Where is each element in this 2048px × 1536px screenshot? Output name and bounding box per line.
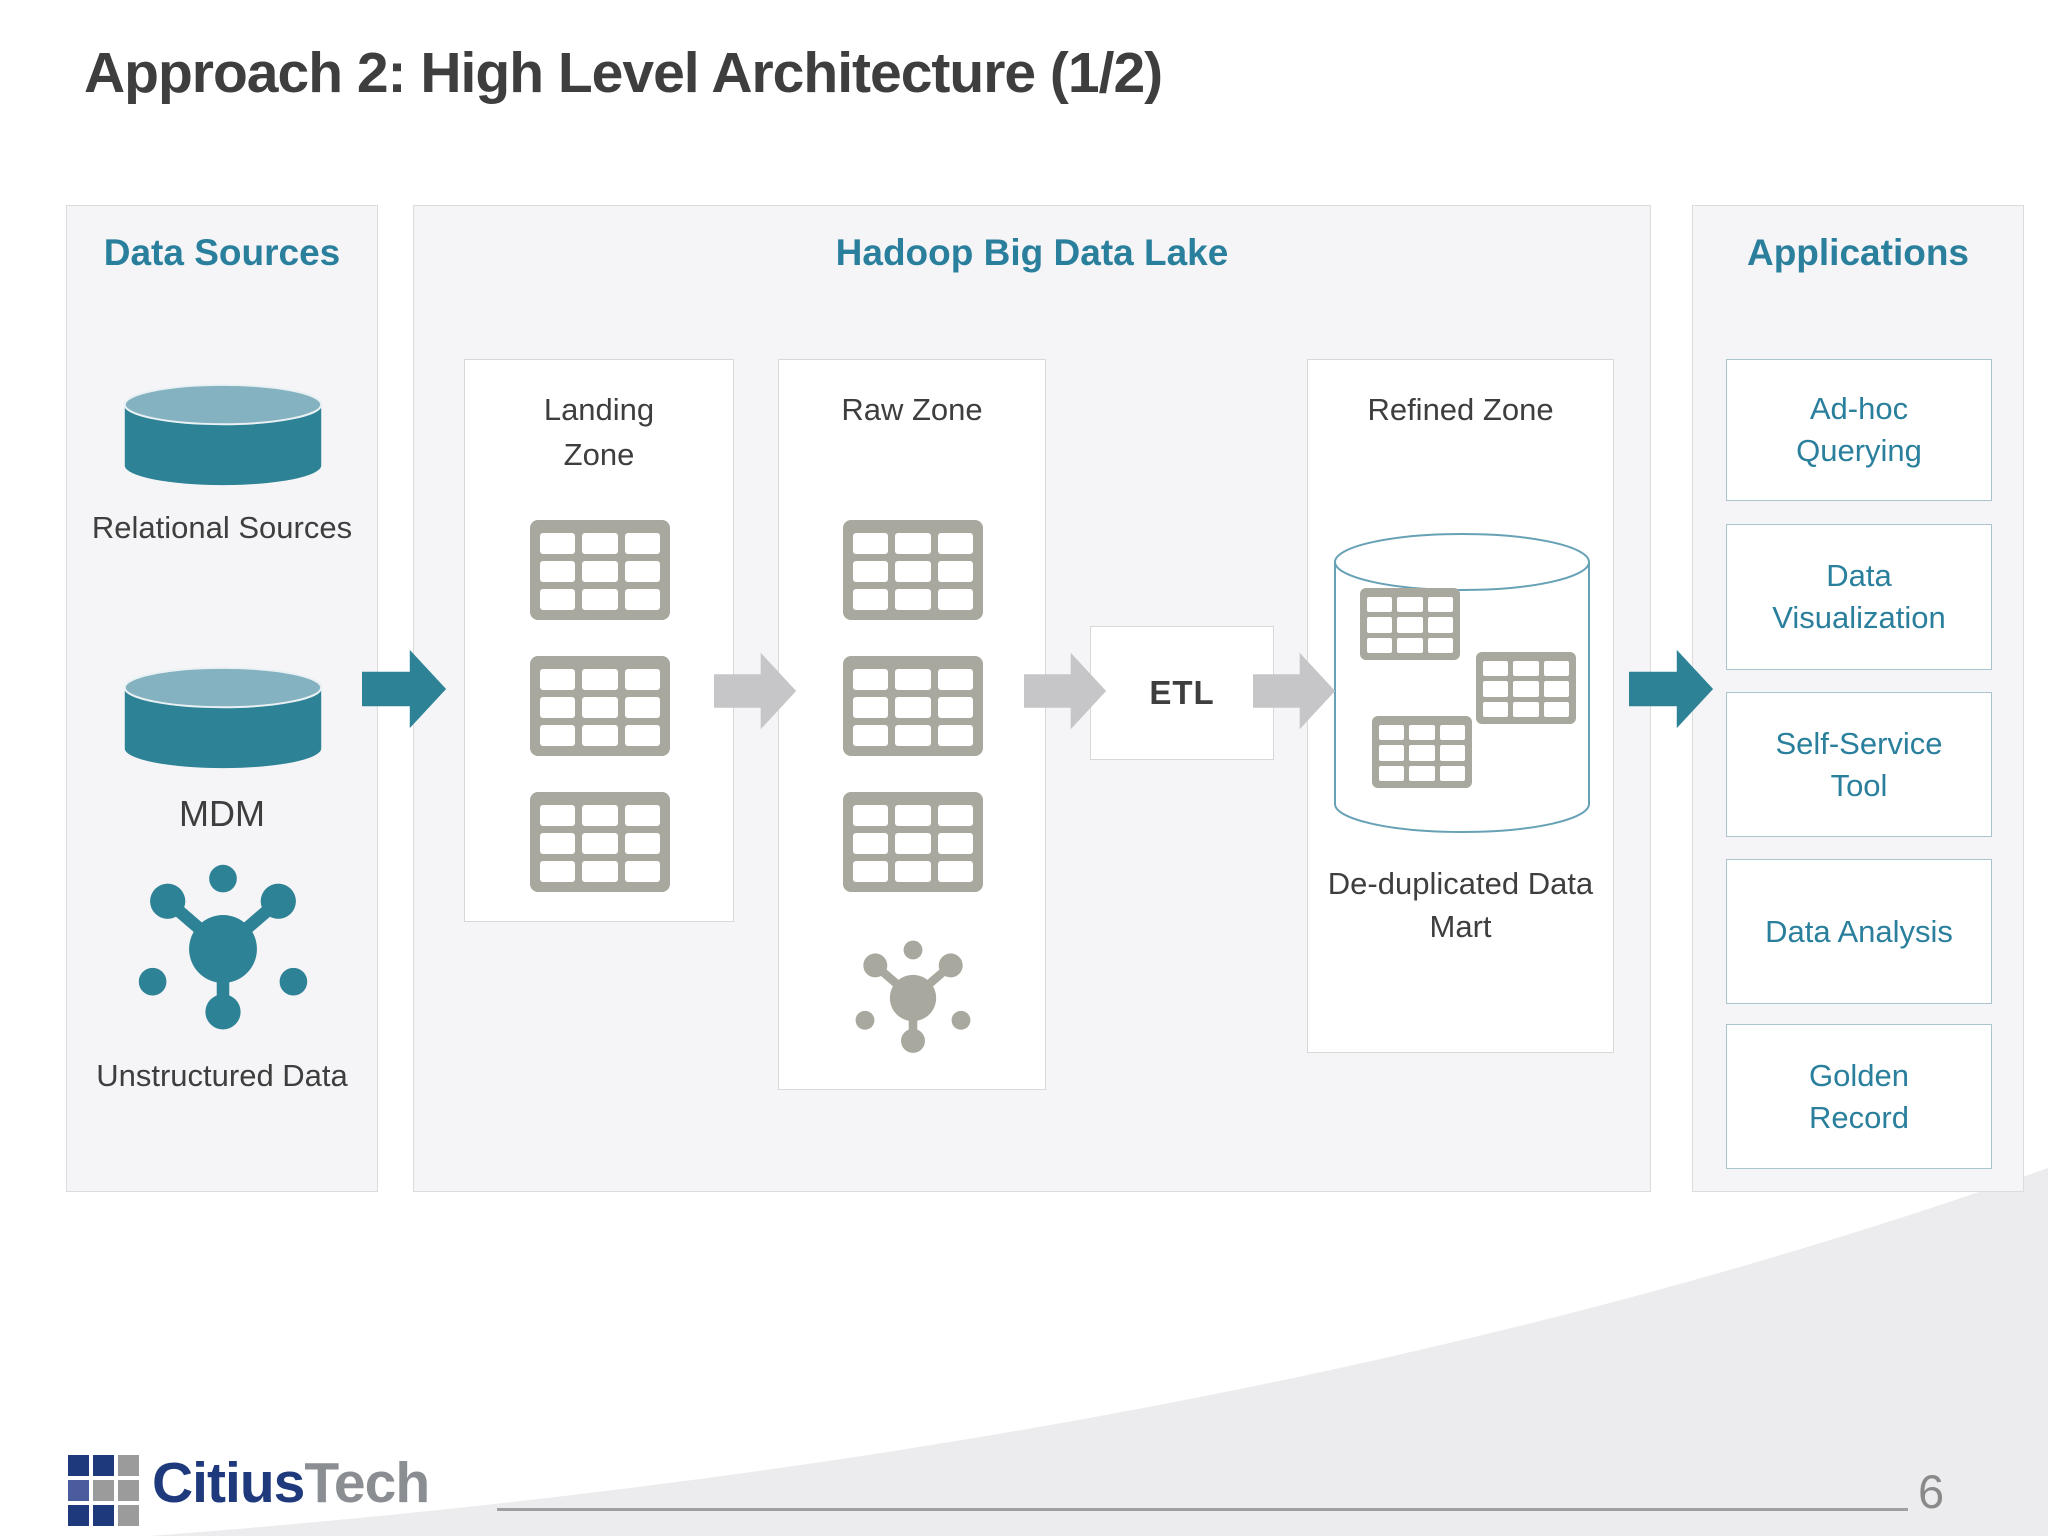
deduplicated-data-mart-label: De-duplicated Data Mart — [1327, 866, 1594, 945]
mdm-database-icon — [123, 666, 323, 769]
refined-zone-box: Refined Zone De-duplicated Data Mart — [1307, 359, 1614, 1053]
flow-arrow-sources-to-lake-icon — [362, 649, 447, 729]
raw-unstructured-data-icon — [855, 940, 971, 1053]
app-box-data-analysis: Data Analysis — [1726, 859, 1992, 1004]
hadoop-data-lake-title: Hadoop Big Data Lake — [835, 232, 1229, 273]
raw-zone-title: Raw Zone — [841, 392, 983, 427]
etl-label: ETL — [1149, 674, 1215, 711]
app-box-self-service-tool: Self-Service Tool — [1726, 692, 1992, 837]
mdm-label: MDM — [179, 793, 265, 834]
data-sources-panel: Data Sources Relational Sources MDM Unst… — [66, 205, 378, 1192]
footer-divider — [497, 1508, 1908, 1511]
citiustech-logo-grid-icon — [68, 1455, 139, 1526]
flow-arrow-landing-to-raw-icon — [714, 652, 797, 730]
data-sources-title: Data Sources — [103, 232, 341, 273]
table-grid-icon — [530, 656, 670, 756]
logo-text-tech: Tech — [304, 1451, 430, 1515]
etl-box: ETL — [1090, 626, 1274, 760]
refined-zone-title: Refined Zone — [1367, 392, 1554, 427]
table-grid-icon — [530, 792, 670, 892]
relational-database-icon — [123, 383, 323, 486]
unstructured-data-label: Unstructured Data — [96, 1058, 348, 1093]
logo-text-citius: Citius — [152, 1451, 305, 1515]
table-grid-icon — [843, 520, 983, 620]
raw-zone-box: Raw Zone — [778, 359, 1046, 1090]
relational-sources-label: Relational Sources — [91, 510, 353, 545]
app-box-data-visualization: Data Visualization — [1726, 524, 1992, 670]
flow-arrow-lake-to-apps-icon — [1629, 649, 1714, 729]
table-grid-icon — [530, 520, 670, 620]
flow-arrow-raw-to-etl-icon — [1024, 652, 1107, 730]
table-grid-icon — [843, 792, 983, 892]
slide-title: Approach 2: High Level Architecture (1/2… — [84, 41, 1163, 105]
page-number: 6 — [1918, 1465, 1945, 1518]
table-grid-icon — [1372, 716, 1472, 788]
table-grid-icon — [1476, 652, 1576, 724]
app-box-adhoc-querying: Ad-hoc Querying — [1726, 359, 1992, 501]
landing-zone-box: Landing Zone — [464, 359, 734, 922]
applications-panel: Applications Ad-hoc Querying Data Visual… — [1692, 205, 2024, 1192]
applications-title: Applications — [1746, 232, 1970, 273]
flow-arrow-etl-to-refined-icon — [1253, 652, 1336, 730]
unstructured-data-icon — [138, 864, 308, 1030]
app-box-golden-record: Golden Record — [1726, 1024, 1992, 1169]
citiustech-logo: CitiusTech — [152, 1450, 430, 1516]
landing-zone-title: Landing Zone — [543, 392, 655, 472]
table-grid-icon — [1360, 588, 1460, 660]
hadoop-data-lake-panel: Hadoop Big Data Lake Landing Zone Raw Zo… — [413, 205, 1651, 1192]
table-grid-icon — [843, 656, 983, 756]
